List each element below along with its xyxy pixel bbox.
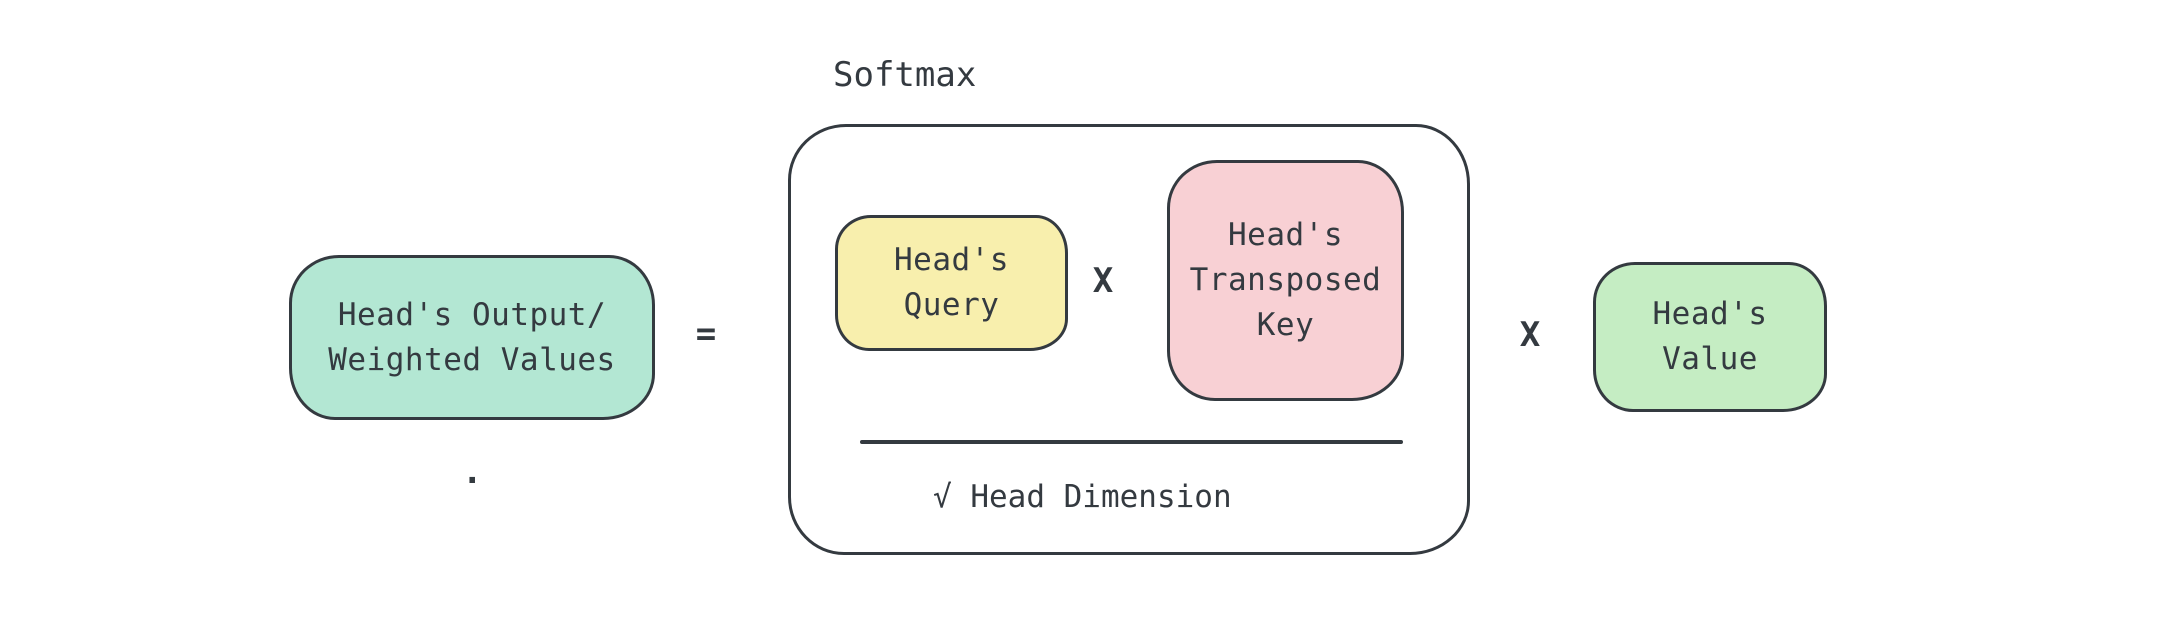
head-value-label-line1: Head's	[1652, 296, 1768, 332]
head-query-label-line1: Head's	[894, 242, 1009, 278]
head-query-box: Head's Query	[835, 215, 1068, 351]
stray-dot: .	[462, 452, 483, 492]
head-key-label-line2: Transposed	[1189, 262, 1382, 298]
fraction-bar	[860, 440, 1403, 444]
head-key-label-line3: Key	[1256, 307, 1315, 343]
equals-sign: =	[695, 314, 717, 354]
multiply-sign-1: X	[1092, 261, 1114, 301]
denominator-label: √ Head Dimension	[933, 479, 1232, 515]
softmax-group: Head's Query X Head's Transposed Key √ H…	[788, 124, 1470, 555]
head-output-label-line1: Head's Output/	[337, 296, 607, 333]
softmax-label: Softmax	[833, 55, 977, 95]
head-output-box: Head's Output/ Weighted Values	[289, 255, 655, 420]
multiply-sign-2: X	[1519, 315, 1541, 355]
head-value-box: Head's Value	[1593, 262, 1827, 412]
head-value-label-line2: Value	[1662, 341, 1758, 377]
head-transposed-key-box: Head's Transposed Key	[1167, 160, 1404, 401]
head-output-label-line2: Weighted Values	[328, 341, 616, 378]
head-key-label-line1: Head's	[1228, 217, 1343, 253]
head-query-label-line2: Query	[903, 287, 1000, 323]
